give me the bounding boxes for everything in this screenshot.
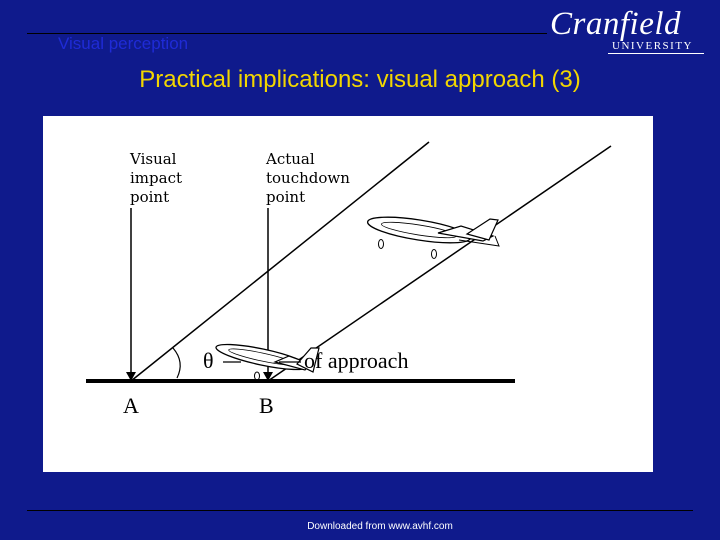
visual-approach-path (130, 141, 430, 382)
point-a-label: A (123, 393, 139, 418)
angle-symbol: θ (203, 348, 214, 373)
logo-underline (608, 53, 704, 54)
actual-touchdown-label: Actual touchdown point (266, 150, 350, 206)
logo-wordmark: Cranfield (550, 6, 682, 42)
diagram-drawing (86, 141, 612, 383)
footer-credit: Downloaded from www.avhf.com (307, 521, 453, 532)
touchdown-arrowhead (263, 372, 273, 381)
header-rule (27, 33, 547, 34)
aircraft-lower (215, 343, 320, 381)
approach-label: of approach (304, 348, 409, 373)
approach-diagram: Visual impact point Actual touchdown poi… (43, 116, 653, 472)
actual-approach-path (267, 145, 612, 382)
visual-impact-label: Visual impact point (130, 150, 182, 206)
logo-subtitle: UNIVERSITY (612, 40, 693, 52)
footer-rule (27, 510, 693, 511)
slide-title: Practical implications: visual approach … (139, 66, 581, 93)
angle-arc (172, 347, 181, 379)
point-b-label: B (259, 393, 274, 418)
visual-impact-arrowhead (126, 372, 136, 381)
cranfield-logo: Cranfield UNIVERSITY (548, 6, 708, 54)
aircraft-upper (366, 216, 500, 259)
section-label: Visual perception (58, 34, 189, 53)
